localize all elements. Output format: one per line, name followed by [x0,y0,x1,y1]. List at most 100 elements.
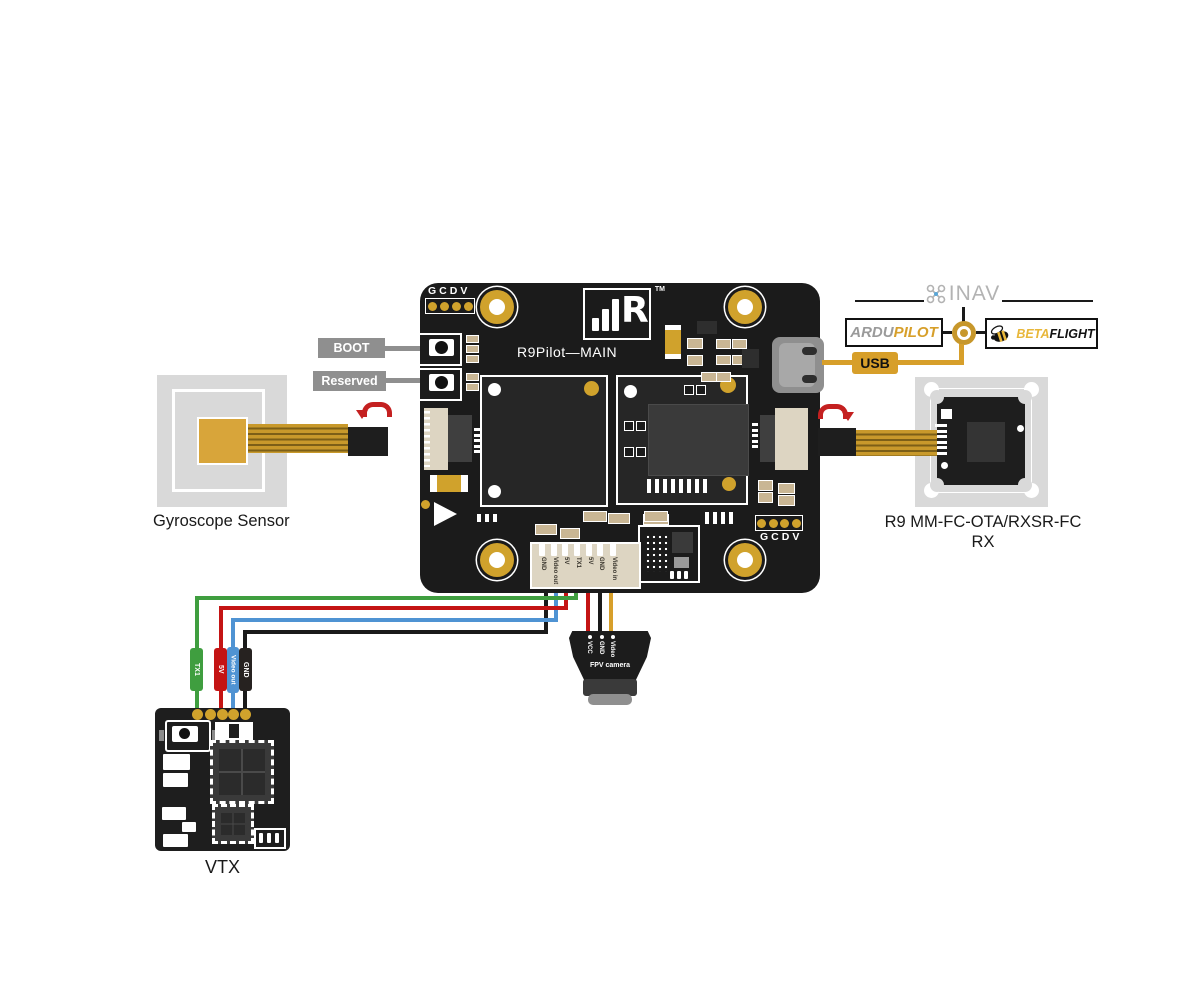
capacitor [430,475,468,492]
reserved-button[interactable] [418,368,462,401]
smd-component [163,834,188,847]
rx-caption-line1: R9 MM-FC-OTA/RXSR-FC [884,513,1082,531]
smd-component [716,355,731,365]
rx-ribbon-connector[interactable] [818,428,856,456]
capacitor [665,325,681,359]
wire-videoout-drop [231,618,235,650]
transistor [697,321,717,334]
pin-label: 5V [563,557,569,565]
usb-junction-node [952,321,976,345]
wire-tx1-vtx [574,588,578,600]
rx-chip [930,390,1032,492]
reserved-label: Reserved [313,371,386,391]
module-pad [722,477,736,491]
vtx-antenna-connector [254,828,286,849]
pin-label: GND [598,557,604,571]
betaflight-logo: BETAFLIGHT [985,318,1098,349]
tm-mark: TM [654,286,665,293]
smd-component [758,492,773,503]
ffc-socket-right[interactable] [775,408,808,470]
ic-chip [742,349,759,368]
rx-module [915,377,1048,507]
camera-pin-gnd: GND [598,641,604,655]
micro-usb-port[interactable] [772,337,824,393]
boot-button[interactable] [418,333,462,366]
smd-component [716,339,731,349]
solder-pad [463,301,473,311]
gold-dot [421,500,430,509]
solder-pad [427,301,437,311]
smd-component [732,339,747,349]
ffc-latch [448,415,472,462]
inav-quad-icon [926,284,946,303]
gcdv-label-bottom: GCDV [760,531,803,543]
wire-5v-run [219,606,568,610]
gcdv-pads-bottom [755,515,803,531]
smd-component [560,528,580,539]
wire-camera-video [609,588,613,637]
smd-component [778,495,795,506]
gyro-ribbon-connector[interactable] [348,427,388,456]
logo-bar [592,318,599,331]
smd-component [583,511,607,522]
solder-pad [451,301,461,311]
module-pad [488,383,501,396]
wire-gnd-drop [243,630,247,650]
flip-arrow-icon [818,404,848,419]
wire-tag-videoout: Video out [227,647,239,693]
wire-tx1-drop [195,596,199,650]
ffc-contacts [424,411,430,467]
wire-videoout-vtx [554,588,558,622]
wire-gnd-stub [243,690,247,712]
peripheral-connector[interactable]: GND Video out 5V TX1 5V GND Video in [530,542,641,589]
usb-wire-right [898,360,964,365]
logo-bar [602,309,609,331]
pin-label: 5V [587,557,593,565]
betaflight-wordmark-flight: FLIGHT [1049,326,1095,341]
solder-joint [600,635,604,639]
logo-bar [612,299,619,331]
wire-videoout-run [231,618,558,622]
wire-camera-vcc [586,588,590,637]
camera-pin-video: Video [609,641,615,658]
wire-5v-stub [219,690,223,712]
vtx-button[interactable] [159,720,217,752]
ardupilot-wordmark-pilot: PILOT [893,324,938,341]
smd-component [466,373,479,381]
wire-5v-drop [219,606,223,650]
wire-tx1-stub [195,690,199,712]
usb-wire-up [959,344,964,362]
solder-pad [757,518,767,528]
smd-component [644,511,668,522]
boot-label: BOOT [318,338,385,358]
shield-module-right [616,375,749,505]
solder-pad [791,518,801,528]
vtx-main-chip [210,740,274,804]
solder-pad [768,518,778,528]
wire-gnd-vtx [544,588,548,634]
inav-wordmark: INAV [948,281,1001,305]
shield-module-left [480,375,608,507]
mounting-hole [480,543,514,577]
solder-pad [240,709,251,720]
smd-component [701,372,717,382]
smd-component [163,754,190,770]
solder-joint [588,635,592,639]
gcdv-label-top: GCDV [428,285,471,297]
vtx-caption: VTX [204,857,240,877]
camera-lens-barrel [583,679,637,696]
node-link-left [942,331,952,334]
orientation-arrow [434,502,457,526]
inav-logo: INAV [924,280,1002,307]
wire-tag-5v: 5V [214,648,227,691]
smd-component [162,807,186,820]
wire-tx1-run [195,596,578,600]
smd-component [466,383,479,391]
ardupilot-wordmark-ardu: ARDU [850,324,894,341]
camera-lens-ring [588,694,632,705]
reserved-callout-line [386,378,420,383]
solder-pad [780,518,790,528]
wire-tag-gnd: GND [239,648,252,691]
vtx-board [155,708,290,851]
